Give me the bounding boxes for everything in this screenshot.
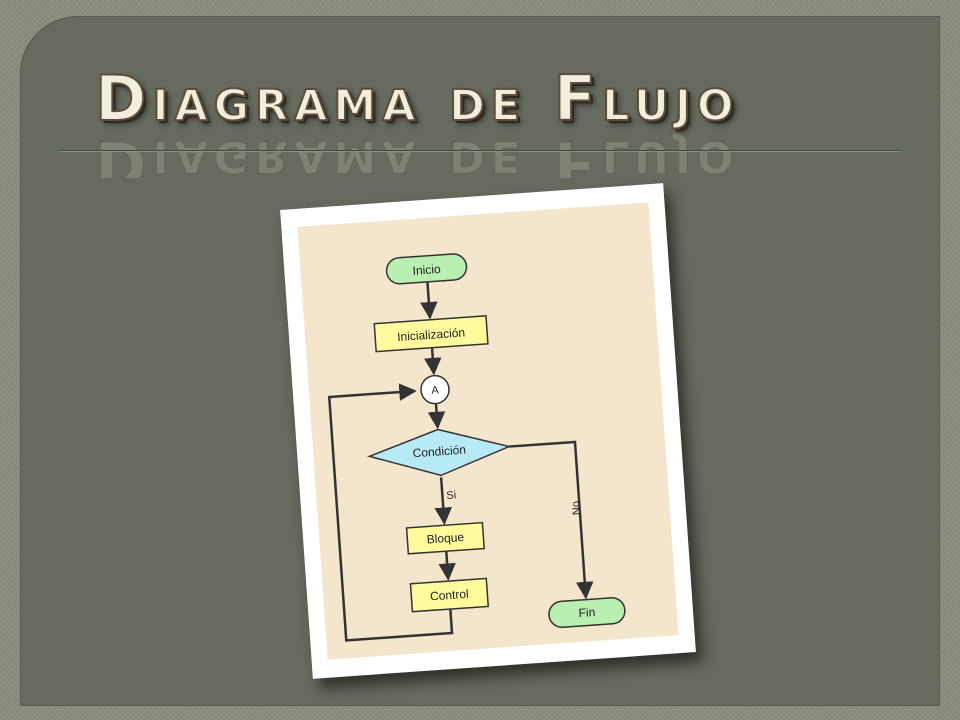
node-start-label: Inicio xyxy=(412,262,441,278)
edge-decision-block xyxy=(434,477,452,526)
slide-title-reflection-text: Diagrama de Flujo xyxy=(95,128,740,178)
node-block-label: Bloque xyxy=(426,530,465,547)
edge-block-control xyxy=(438,551,456,581)
node-end-label: Fin xyxy=(578,605,596,620)
node-start xyxy=(385,253,468,285)
title-underline xyxy=(60,150,900,151)
flowchart-diagram: Inicio Inicialización A Condición Si No … xyxy=(297,202,679,660)
edge-decision-end xyxy=(509,440,594,600)
node-connector xyxy=(420,374,450,405)
node-decision xyxy=(367,428,512,477)
node-connector-label: A xyxy=(431,384,440,397)
slide-title-reflection: Diagrama de Flujo xyxy=(95,128,905,178)
node-control-label: Control xyxy=(430,587,470,604)
flowchart-background xyxy=(297,202,679,660)
edge-loop-back xyxy=(327,383,454,642)
edge-no-label: No xyxy=(570,501,583,516)
node-end xyxy=(548,597,626,629)
edge-start-init xyxy=(420,281,438,320)
edge-init-connector xyxy=(424,347,442,376)
node-init-label: Inicialización xyxy=(397,325,466,344)
node-control xyxy=(409,577,490,613)
edge-connector-decision xyxy=(427,403,446,430)
slide-title: Diagrama de Flujo xyxy=(94,61,740,136)
edge-yes-label: Si xyxy=(446,489,457,502)
node-init xyxy=(373,315,489,353)
node-block xyxy=(405,521,485,555)
node-decision-label: Condición xyxy=(412,443,466,461)
flowchart-picture: Inicio Inicialización A Condición Si No … xyxy=(280,183,696,679)
